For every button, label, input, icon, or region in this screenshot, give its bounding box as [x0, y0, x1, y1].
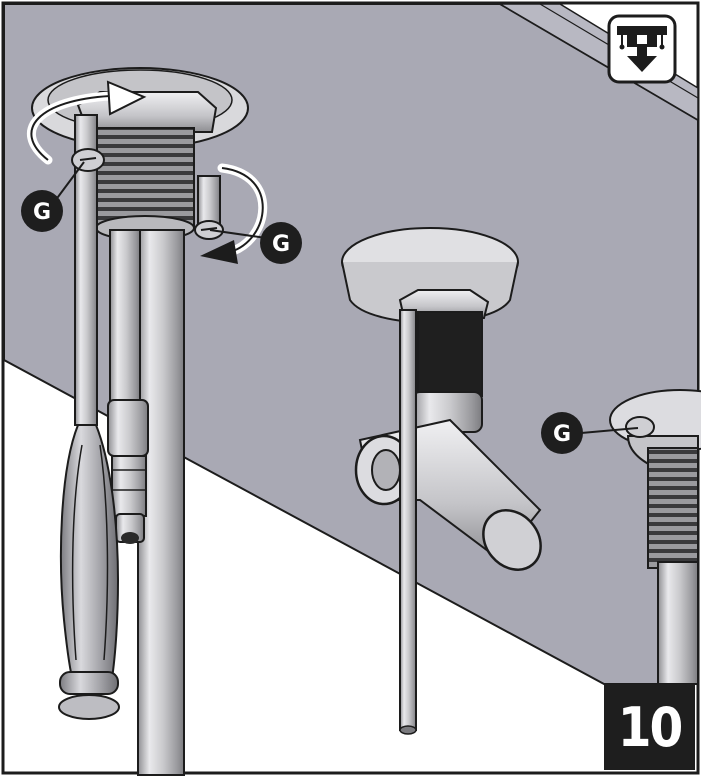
rotation-arrow-icon: [26, 80, 147, 165]
rotation-arrow-icon: [200, 163, 268, 264]
callout-g-right: G: [541, 412, 583, 454]
step-number-badge: 10: [604, 684, 695, 770]
svg-text:G: G: [33, 200, 51, 225]
right-shank-assembly: [609, 389, 701, 685]
svg-text:G: G: [272, 232, 290, 257]
center-inlet-assembly: [341, 227, 542, 735]
under-counter-install-icon: [607, 14, 677, 84]
svg-text:G: G: [553, 422, 571, 447]
callout-g-top: G: [260, 222, 302, 264]
mounting-screw: [194, 175, 224, 240]
mounting-screw: [71, 148, 105, 172]
screwdriver: [58, 114, 120, 720]
callout-g-left: G: [21, 190, 63, 232]
step-number: 10: [617, 695, 684, 759]
